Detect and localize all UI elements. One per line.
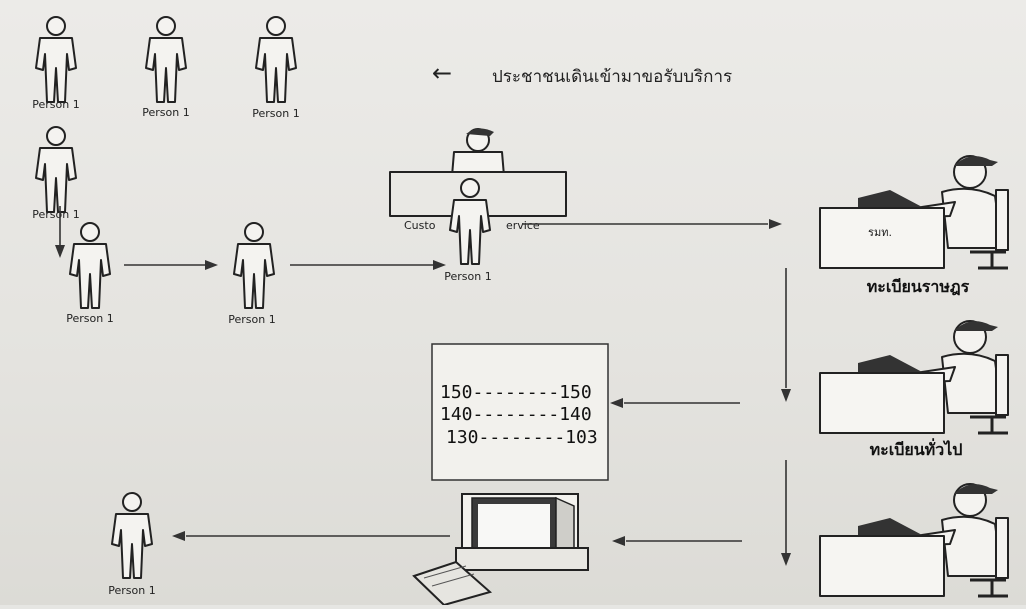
person-label: Person 1 xyxy=(32,98,79,111)
header-caption: ประชาชนเดินเข้ามาขอรับบริการ xyxy=(492,67,732,87)
customer-service-counter: Custo ervice Person 1 xyxy=(389,128,567,283)
walking-person-1: Person 1 xyxy=(66,222,114,325)
person-label: Person 1 xyxy=(66,312,113,325)
waiting-person-1: Person 1 xyxy=(32,16,80,111)
counter-label-left: Custo xyxy=(404,219,436,232)
queue-row-3: 130--------103 xyxy=(446,427,598,448)
person-label: Person 1 xyxy=(444,270,491,283)
desk-general-registration: ทะเบียนทั่วไป xyxy=(818,319,1010,459)
header-arrow-icon: ← xyxy=(432,59,452,87)
exiting-person: Person 1 xyxy=(108,492,156,597)
person-label: Person 1 xyxy=(142,106,189,119)
desk-label: ทะเบียนราษฎร xyxy=(867,277,970,296)
desk-civil-registration: รมท. ทะเบียนราษฎร xyxy=(818,154,1010,296)
desk-third xyxy=(818,482,1010,598)
desk-paper-label: รมท. xyxy=(868,226,892,239)
counter-label-right: ervice xyxy=(506,219,540,232)
waiting-person-3: Person 1 xyxy=(252,16,300,120)
desk-label: ทะเบียนทั่วไป xyxy=(870,438,963,459)
waiting-person-2: Person 1 xyxy=(142,16,190,119)
queue-row-2: 140--------140 xyxy=(440,404,592,425)
walking-person-2: Person 1 xyxy=(228,222,276,326)
queue-row-1: 150--------150 xyxy=(440,382,592,403)
queue-number-board: 150--------150 140--------140 130-------… xyxy=(431,343,609,481)
waiting-person-4: Person 1 xyxy=(32,126,80,221)
computer-icon xyxy=(412,493,589,607)
person-label: Person 1 xyxy=(32,208,79,221)
person-label: Person 1 xyxy=(228,313,275,326)
person-label: Person 1 xyxy=(108,584,155,597)
person-label: Person 1 xyxy=(252,107,299,120)
